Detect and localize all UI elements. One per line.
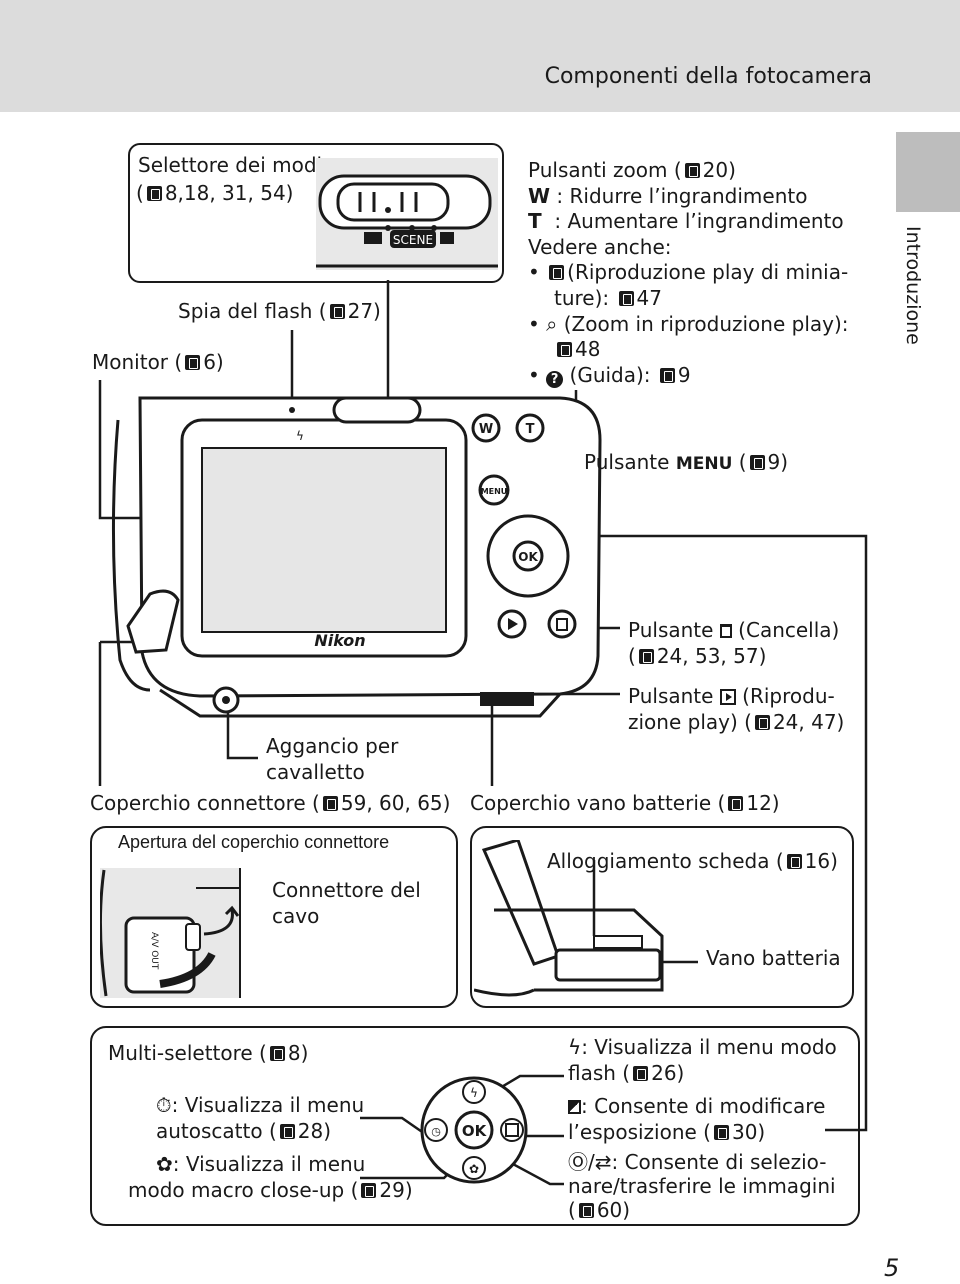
battery-illustration [474,840,698,997]
card-slot-label: Alloggiamento scheda (16) [547,849,838,873]
zoom-block: Pulsanti zoom (20) W : Ridurre l’ingrand… [528,158,849,388]
exposure-icon [568,1100,581,1114]
ref-icon [786,854,802,869]
svg-text:◷: ◷ [431,1125,441,1138]
battery-detail-box [470,826,854,1008]
connector-illustration: A/V OUT [100,868,241,998]
svg-text:T: T [526,422,535,437]
multi-selector-box [90,1026,860,1226]
svg-text:ϟ: ϟ [296,429,304,443]
flash-desc: ϟ: Visualizza il menu modo flash (26) [568,1035,837,1085]
page-header [0,0,960,112]
ref-icon [618,290,634,306]
connector-box-title: Apertura del coperchio connettore [118,832,390,852]
bullet-playback-zoom: • ⌕ (Zoom in riproduzione play): [528,311,849,336]
menu-button-label: Pulsante MENU (9) [584,450,789,474]
ref-icon [713,1125,729,1140]
svg-text:W: W [479,422,493,437]
mode-selector-ref: (8,18, 31, 54) [136,181,294,205]
page-title: Componenti della fotocamera [544,64,872,89]
ref-icon [557,342,572,358]
thumbnail-icon [549,265,565,281]
multi-selector-diagram: OK ϟ ✿ ◷ [360,1074,564,1186]
ref-icon [684,163,700,178]
connector-detail-box [90,826,458,1008]
bullet-help: • ? (Guida): 9 [528,362,691,388]
ref-icon [146,186,162,201]
battery-cover-label: Coperchio vano batterie (12) [470,791,780,815]
exposure-desc: : Consente di modificare l’esposizione (… [568,1094,826,1144]
ref-icon [329,304,345,319]
ref-icon [185,355,201,370]
flash-icon: ϟ [568,1035,582,1059]
ref-icon [633,1066,649,1081]
mode-selector-label: Selettore dei modi [138,153,323,177]
ref-icon [578,1203,594,1218]
self-timer-desc: ⏱: Visualizza il menu autoscatto (28) [156,1093,365,1143]
scene-mode-text: SCENE [393,233,433,247]
multi-selector-title: Multi-selettore (8) [108,1041,309,1065]
ref-icon [728,796,744,811]
menu-button-glyph: MENU [481,487,508,496]
svg-text:OK: OK [462,1122,488,1140]
svg-text:✿: ✿ [469,1162,479,1176]
delete-button-label: Pulsante (Cancella) (24, 53, 57) [628,618,840,668]
bullet-thumbnail: • (Riproduzione play di minia- [528,260,849,285]
self-timer-icon: ⏱ [156,1093,172,1117]
connector-cover-label: Coperchio connettore (59, 60, 65) [90,791,451,815]
see-also: Vedere anche: [528,234,672,259]
trash-icon [719,624,732,638]
ref-icon [361,1183,377,1198]
av-out-text: A/V OUT [149,932,159,970]
cable-connector-label: Connettore del cavo [272,878,421,928]
ok-desc: Ⓞ/⇄: Consente di selezio- nare/trasferir… [568,1150,836,1222]
ref-icon [269,1046,285,1061]
section-tab [896,132,960,212]
battery-chamber-label: Vano batteria [706,946,841,970]
ok-transfer-icon: Ⓞ/⇄ [568,1150,612,1174]
ok-button-glyph: OK [518,550,538,564]
zoom-w-line: W : Ridurre l’ingrandimento [528,183,808,208]
mode-selector-box [128,143,504,283]
monitor-label: Monitor (6) [92,350,224,374]
ref-icon [322,796,338,811]
mode-selector-illustration: SCENE [316,158,498,270]
ref-icon [754,715,770,730]
macro-desc: ✿: Visualizza il menu modo macro close-u… [128,1152,413,1202]
flash-lamp-label: Spia del flash (27) [178,299,381,323]
play-icon [719,689,736,705]
macro-flower-icon: ✿ [156,1152,173,1176]
help-icon: ? [546,370,564,388]
page-number: 5 [884,1254,900,1282]
zoom-t-line: T : Aumentare l’ingrandimento [528,209,844,234]
ref-icon [638,649,654,664]
play-button-label: Pulsante (Riprodu- zione play) (24, 47) [628,684,845,734]
tripod-label: Aggancio per cavalletto [266,734,399,784]
ref-icon [749,455,765,470]
ref-icon [659,367,675,383]
magnifier-icon: ⌕ [546,311,558,336]
brand-logo: Nikon [314,631,365,650]
svg-text:ϟ: ϟ [470,1086,478,1100]
ref-icon [279,1124,295,1139]
zoom-title: Pulsanti zoom (20) [528,158,736,182]
